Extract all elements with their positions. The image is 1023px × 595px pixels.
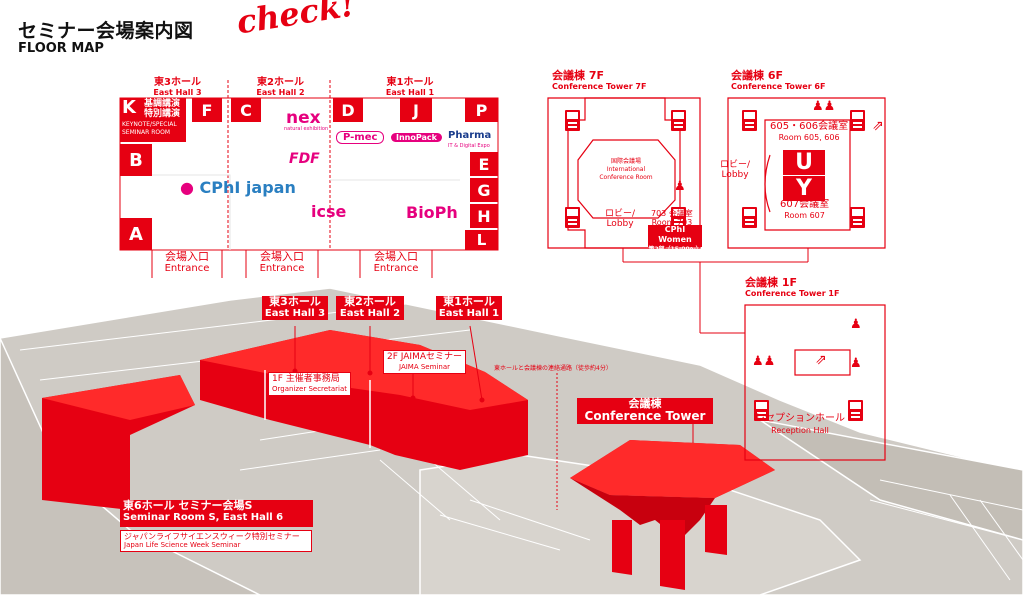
zone-p[interactable]: P xyxy=(465,98,498,122)
elevator-icon xyxy=(671,207,686,228)
zone-e[interactable]: E xyxy=(470,152,498,176)
escalator-icon: ⇗ xyxy=(815,352,827,368)
nex-logo: nex xyxy=(286,108,321,128)
elevator-icon xyxy=(671,110,686,131)
page-title: セミナー会場案内図 xyxy=(18,20,194,42)
elevator-icon xyxy=(754,400,769,421)
zone-y[interactable]: Y xyxy=(783,176,825,201)
tower1-outline xyxy=(744,304,886,461)
escalator-icon: ⇗ xyxy=(872,118,884,134)
elevator-icon xyxy=(848,400,863,421)
restroom-icon: ♟♟ xyxy=(752,354,776,369)
zone-h[interactable]: H xyxy=(470,204,498,228)
elevator-icon xyxy=(565,207,580,228)
zone-a[interactable]: A xyxy=(120,218,152,250)
fdf-logo: FDF xyxy=(289,151,320,167)
tower6-outline xyxy=(727,97,886,249)
zone-j[interactable]: J xyxy=(400,98,432,122)
pharma-logo: Pharma xyxy=(448,130,492,141)
tower6-lobby: ロビー/Lobby xyxy=(720,160,751,180)
elevator-icon xyxy=(850,207,865,228)
bioph-logo: BioPh xyxy=(406,203,458,222)
page-subtitle: FLOOR MAP xyxy=(18,41,104,56)
zone-g[interactable]: G xyxy=(470,178,498,202)
elevator-icon xyxy=(850,110,865,131)
elevator-icon xyxy=(565,110,580,131)
person-icon: ♟ xyxy=(674,179,686,194)
zone-f[interactable]: F xyxy=(192,98,222,122)
zone-l[interactable]: L xyxy=(465,230,498,250)
nex-sublabel: natural exhibition xyxy=(284,126,329,132)
icse-logo: icse xyxy=(311,202,347,221)
elevator-icon xyxy=(742,110,757,131)
pmec-logo: P-mec xyxy=(336,131,385,144)
cphi-logo: ● CPhI japan xyxy=(180,178,296,197)
zone-b[interactable]: B xyxy=(120,144,152,176)
tower7-lobby: ロビー/Lobby xyxy=(605,209,636,229)
zone-u[interactable]: U xyxy=(783,150,825,175)
zone-c[interactable]: C xyxy=(231,98,261,122)
person-icon: ♟ xyxy=(850,317,862,332)
innopack-logo: InnoPack xyxy=(391,133,442,142)
passage-note: 東ホールと会議棟の連絡通路（徒歩約4分） xyxy=(494,365,612,372)
restroom-icon: ♟♟ xyxy=(812,99,836,114)
pharma-sublabel: IT & Digital Expo xyxy=(448,143,490,149)
elevator-icon xyxy=(742,207,757,228)
person-icon: ♟ xyxy=(850,356,862,371)
zone-d[interactable]: D xyxy=(333,98,363,122)
